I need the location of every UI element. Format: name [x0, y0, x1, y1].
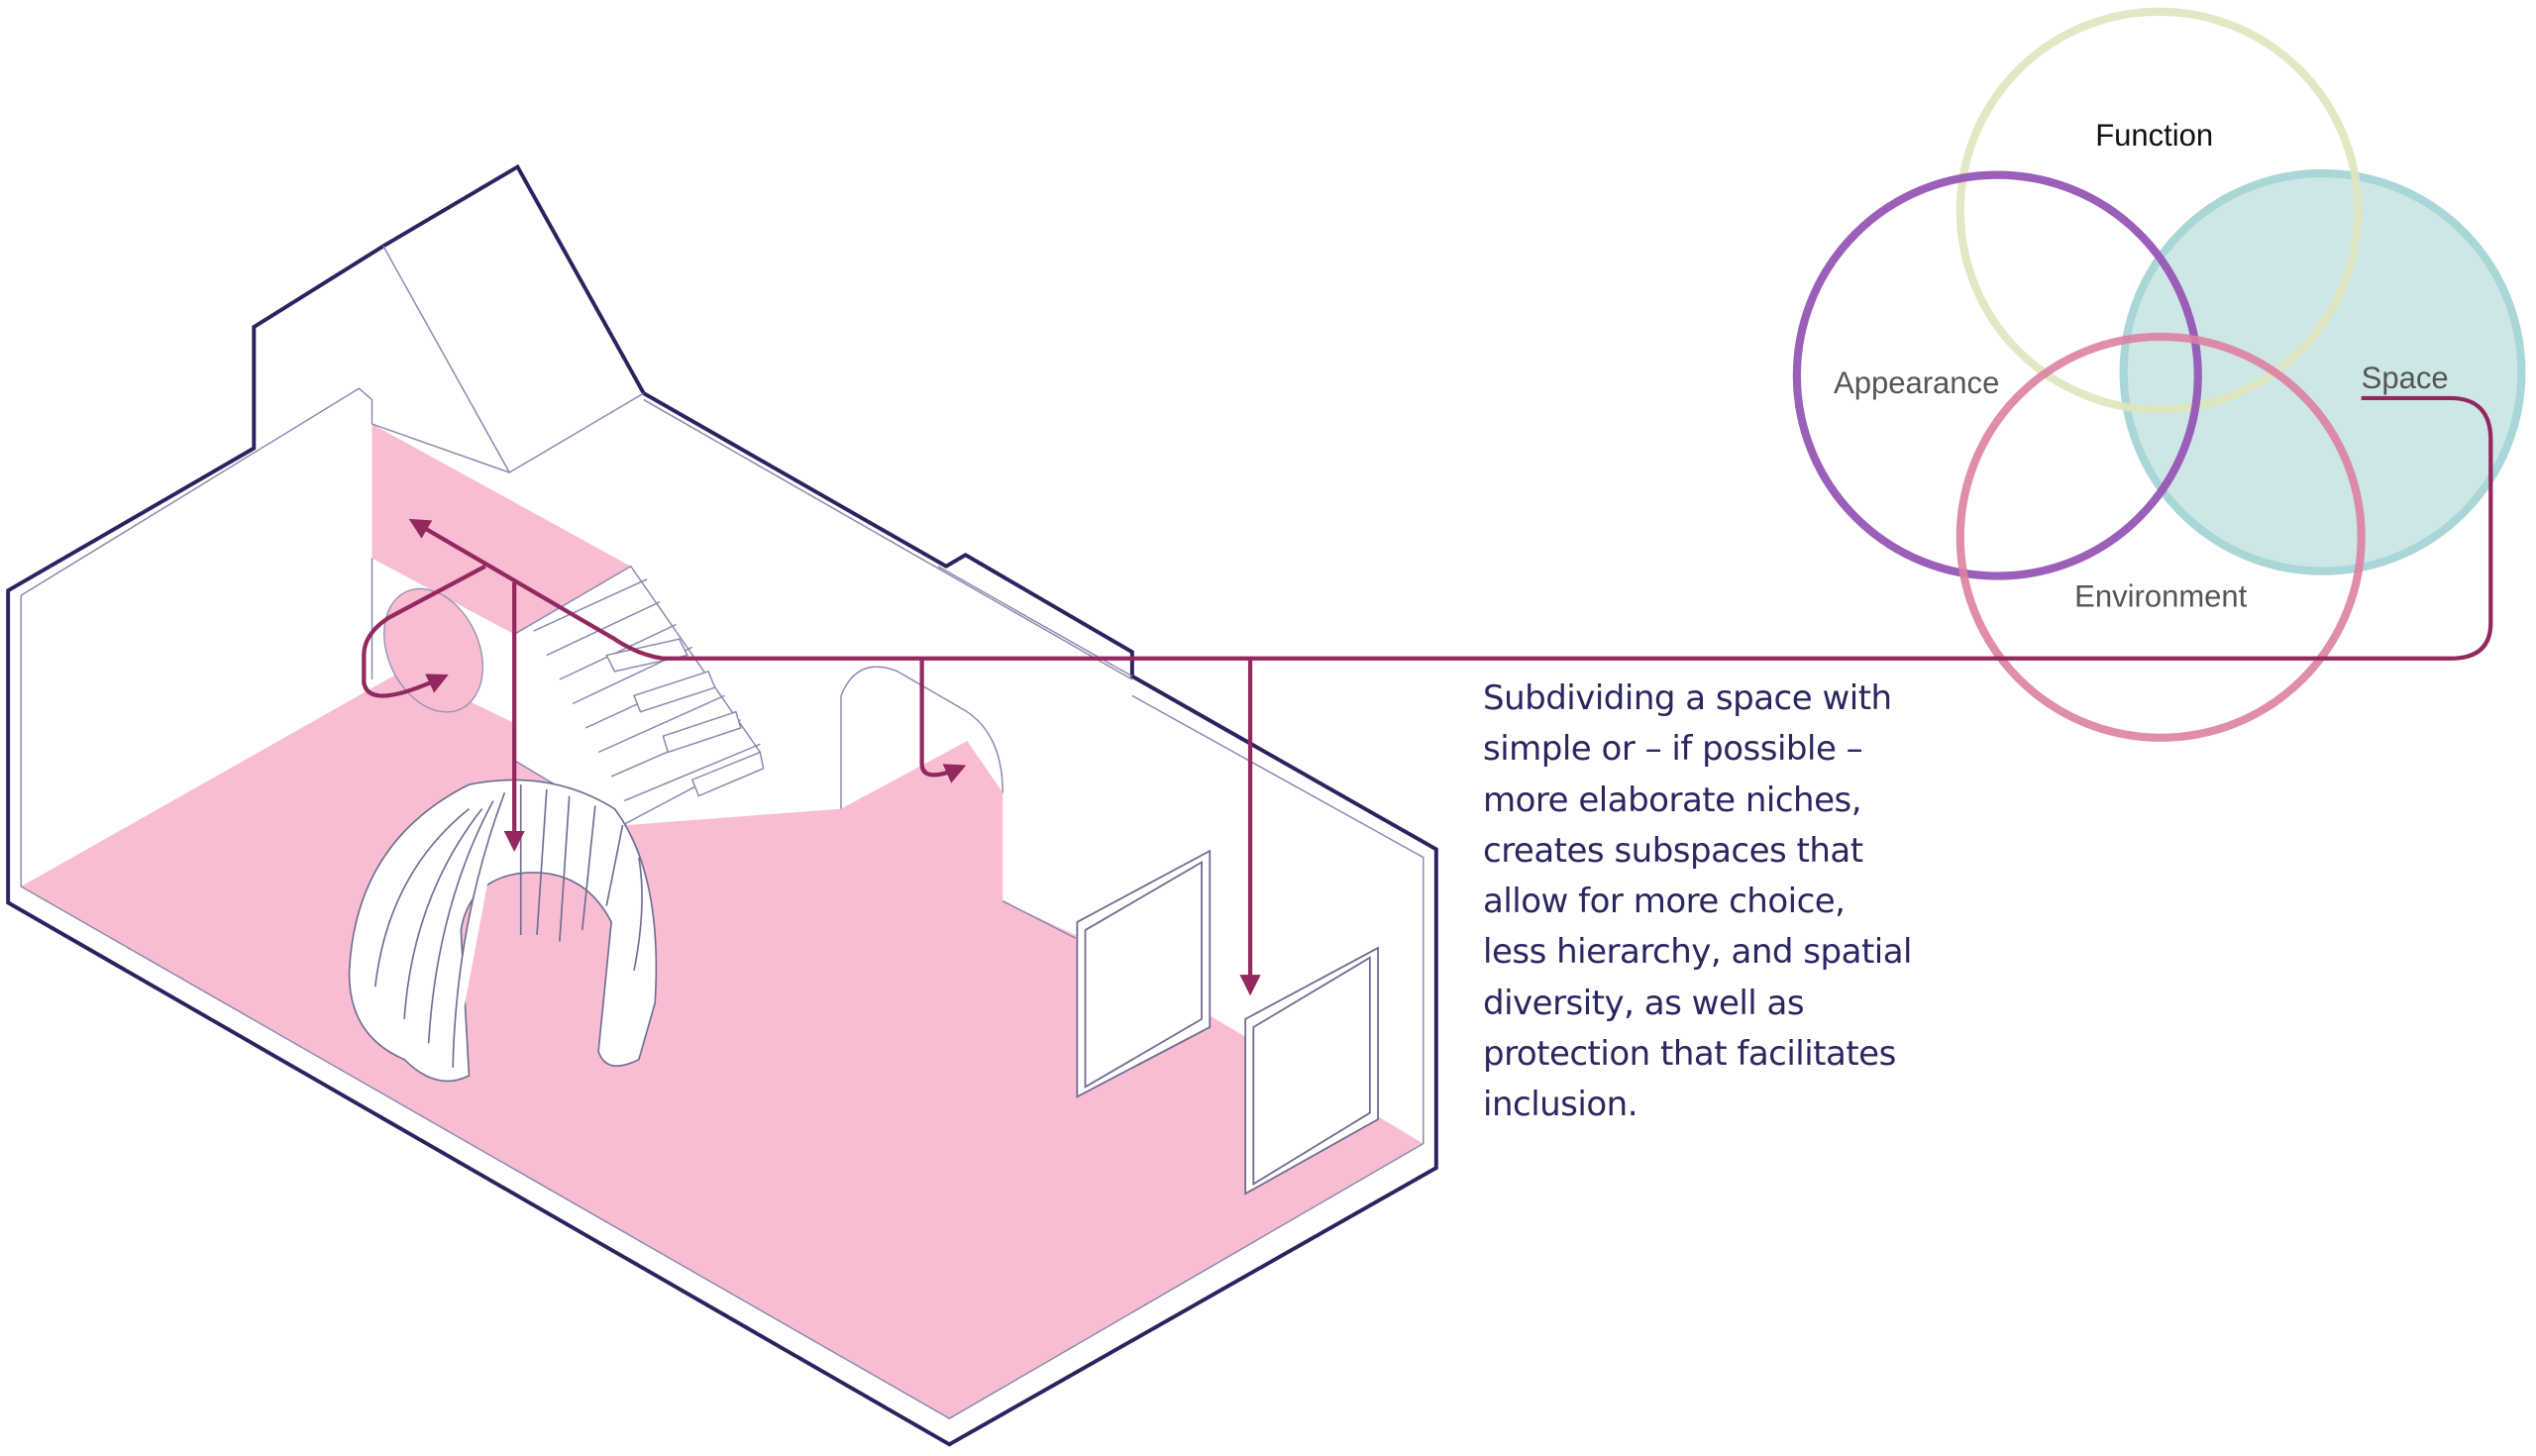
room-illustration: [6, 163, 1438, 1447]
label-environment: Environment: [2074, 579, 2247, 614]
shell-pavilion: [348, 779, 658, 1083]
description-line: allow for more choice,: [1483, 882, 1846, 922]
back-wall-pink: [371, 424, 631, 635]
niche-hook-arrow: [919, 658, 967, 783]
description-line: simple or – if possible –: [1483, 729, 1863, 770]
description-text: Subdividing a space with simple or – if …: [1483, 674, 1998, 1131]
description-line: more elaborate niches,: [1483, 780, 1862, 820]
description-line: diversity, as well as: [1483, 983, 1805, 1023]
label-space: Space: [2362, 361, 2449, 395]
floor: [21, 670, 1424, 1419]
room-outline: [6, 163, 1438, 1447]
partition-panels: [1076, 849, 1379, 1196]
description-line: Subdividing a space with: [1483, 678, 1892, 718]
description-line: protection that facilitates: [1483, 1034, 1896, 1075]
connector-lines: [362, 395, 2493, 996]
description-line: inclusion.: [1483, 1085, 1638, 1125]
venn-diagram: Function Appearance Space Environment: [1792, 7, 2526, 742]
label-function: Function: [2095, 118, 2213, 153]
venn-circle-space: [2119, 168, 2526, 575]
wall-niche-hook-arrow: [362, 564, 486, 698]
label-appearance: Appearance: [1834, 365, 1999, 400]
niche-opening: [383, 587, 483, 713]
venn-circle-environment: [1955, 332, 2366, 742]
inner-wall-lines: [20, 246, 1425, 1419]
venn-circle-appearance: [1792, 170, 2202, 580]
description-line: less hierarchy, and spatial: [1483, 932, 1913, 973]
main-connector-arrow: [408, 395, 2493, 661]
description-line: creates subspaces that: [1483, 830, 1863, 871]
venn-circle-function: [1955, 7, 2363, 414]
